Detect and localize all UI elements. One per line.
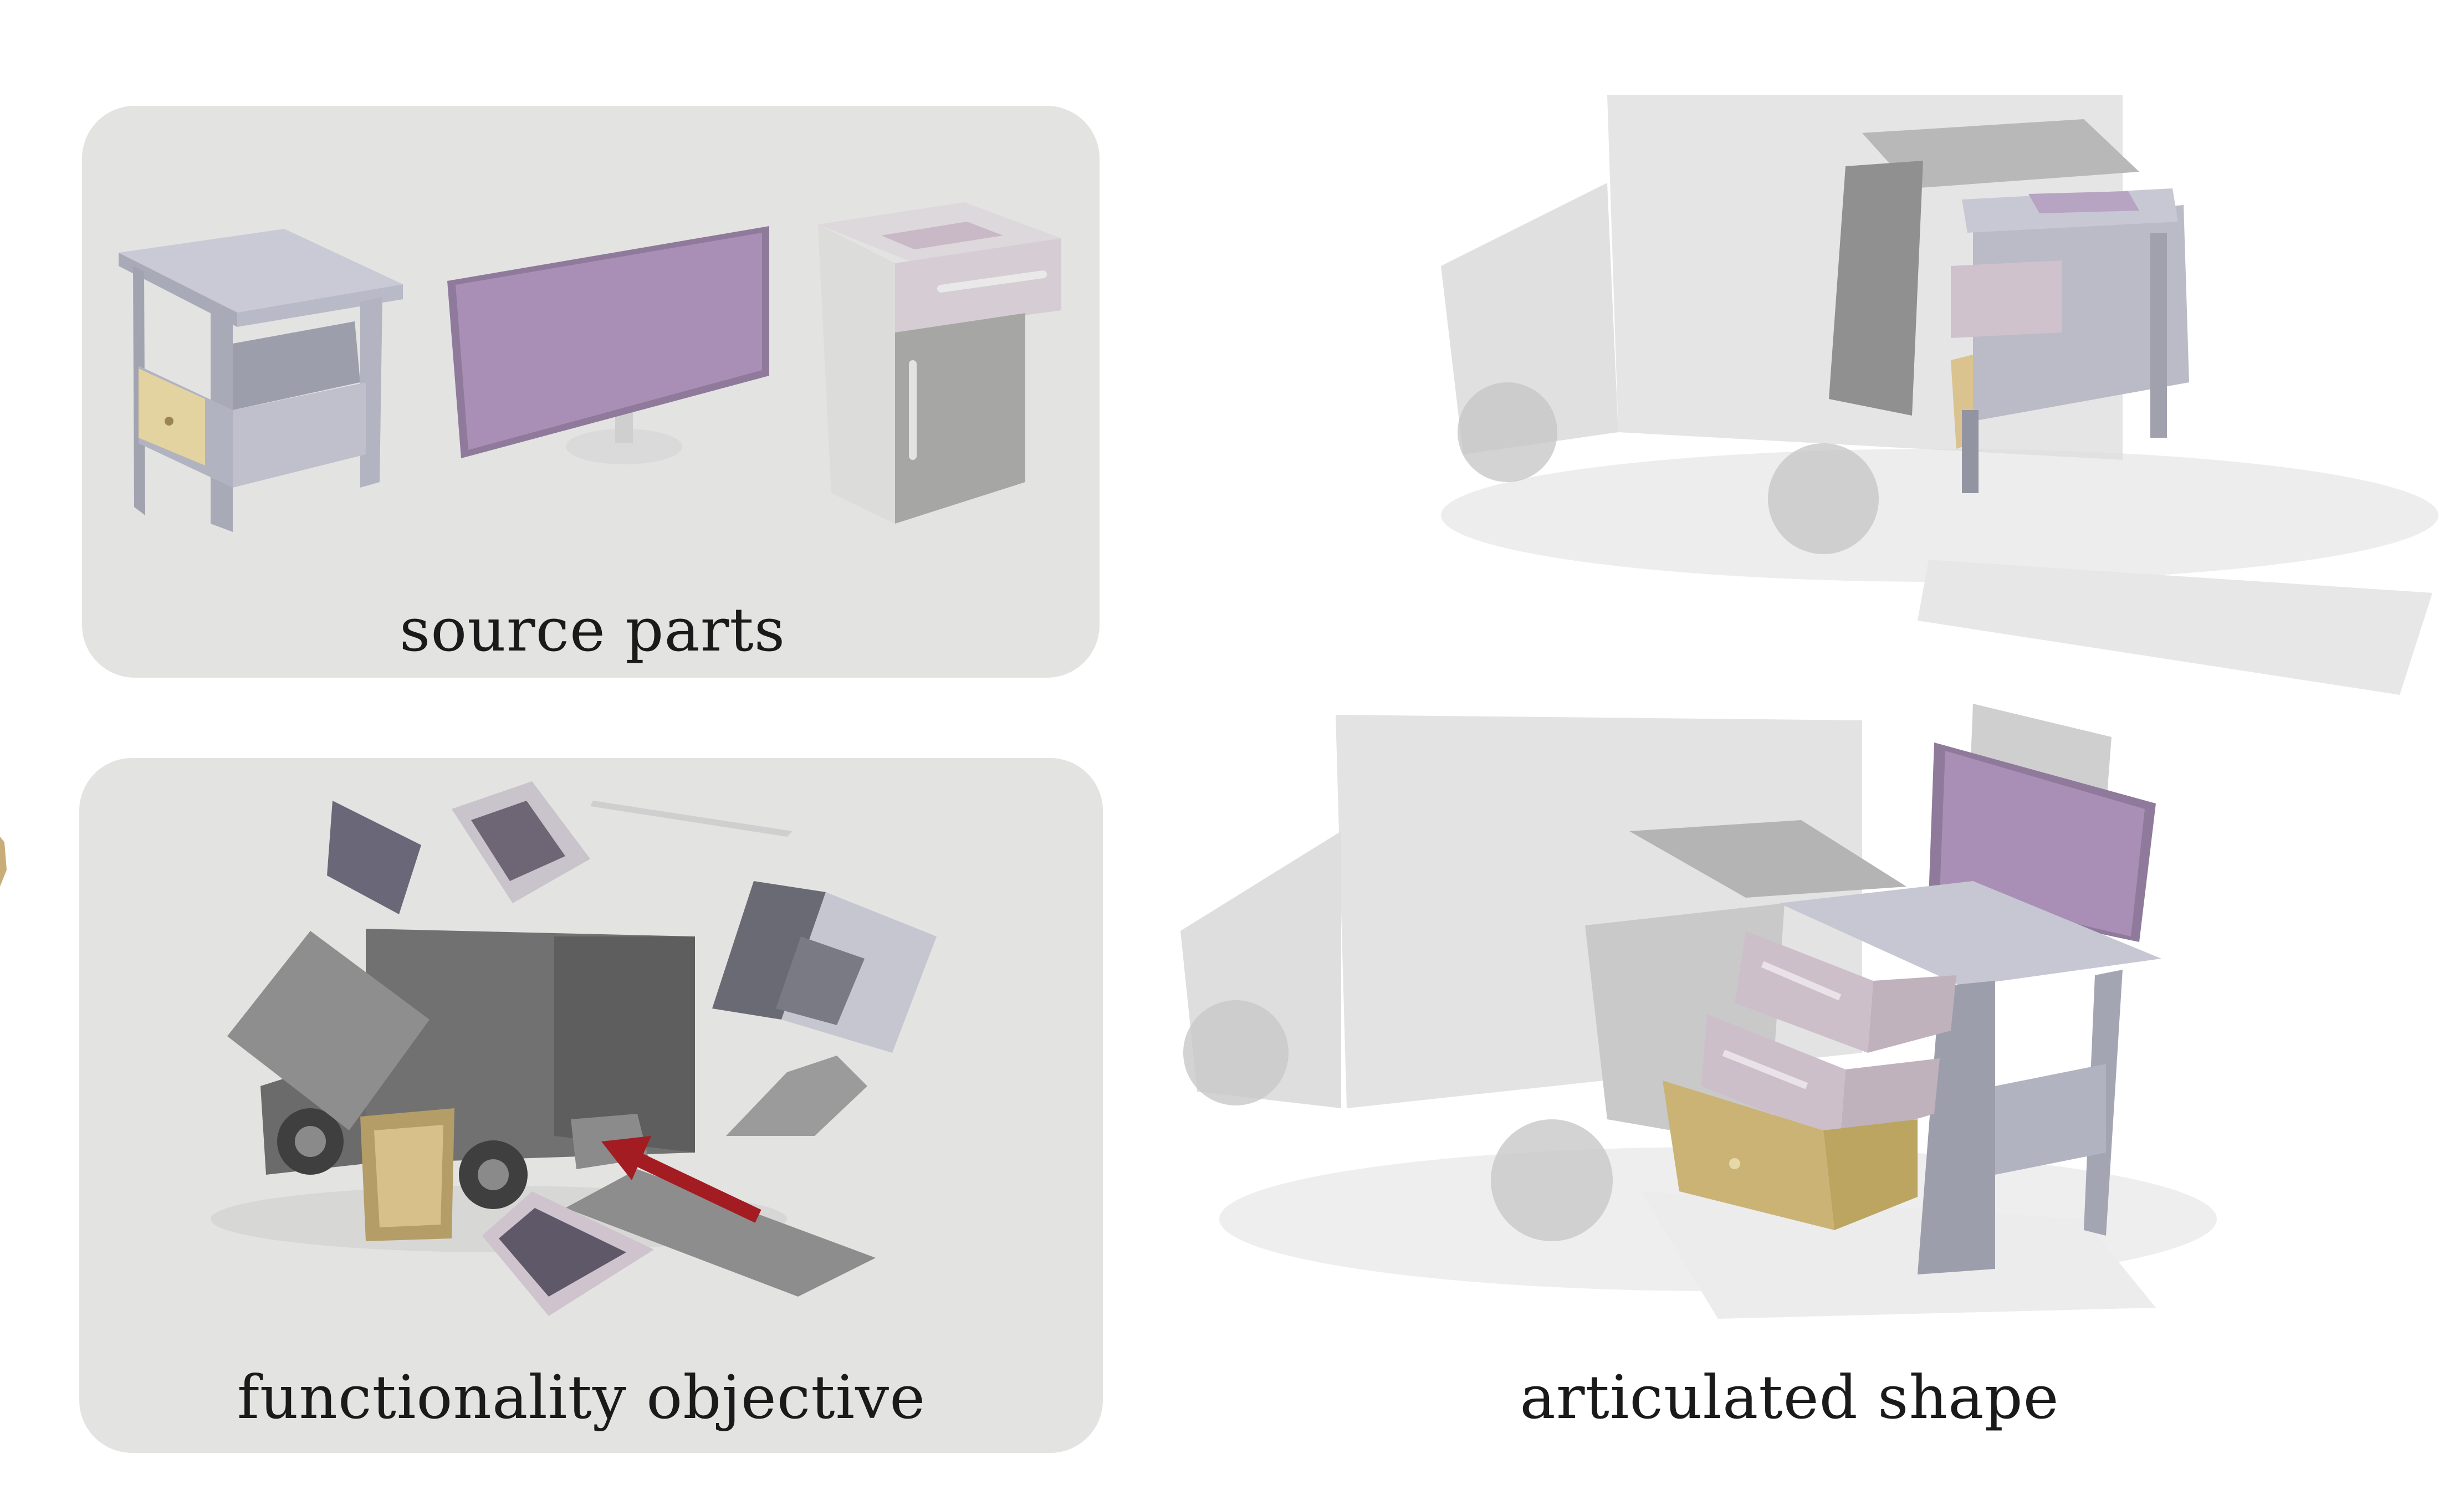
- red-arrow: [601, 1136, 761, 1223]
- nightstand-render: [119, 229, 403, 532]
- monitor-render: [447, 226, 769, 464]
- functionality-objective-label: functionality objective: [237, 1363, 926, 1432]
- source-parts-label: source parts: [399, 596, 786, 665]
- floating-parts-render: [227, 781, 937, 1316]
- exploded-truck-render: [211, 929, 876, 1297]
- articulated-shape-top-render: [1441, 95, 2439, 695]
- cabinet-render: [818, 202, 1061, 524]
- articulated-shape-bottom-render: [1180, 704, 2217, 1319]
- cropped-drawer-fragment: [0, 837, 7, 887]
- articulated-shape-label: articulated shape: [1520, 1363, 2059, 1432]
